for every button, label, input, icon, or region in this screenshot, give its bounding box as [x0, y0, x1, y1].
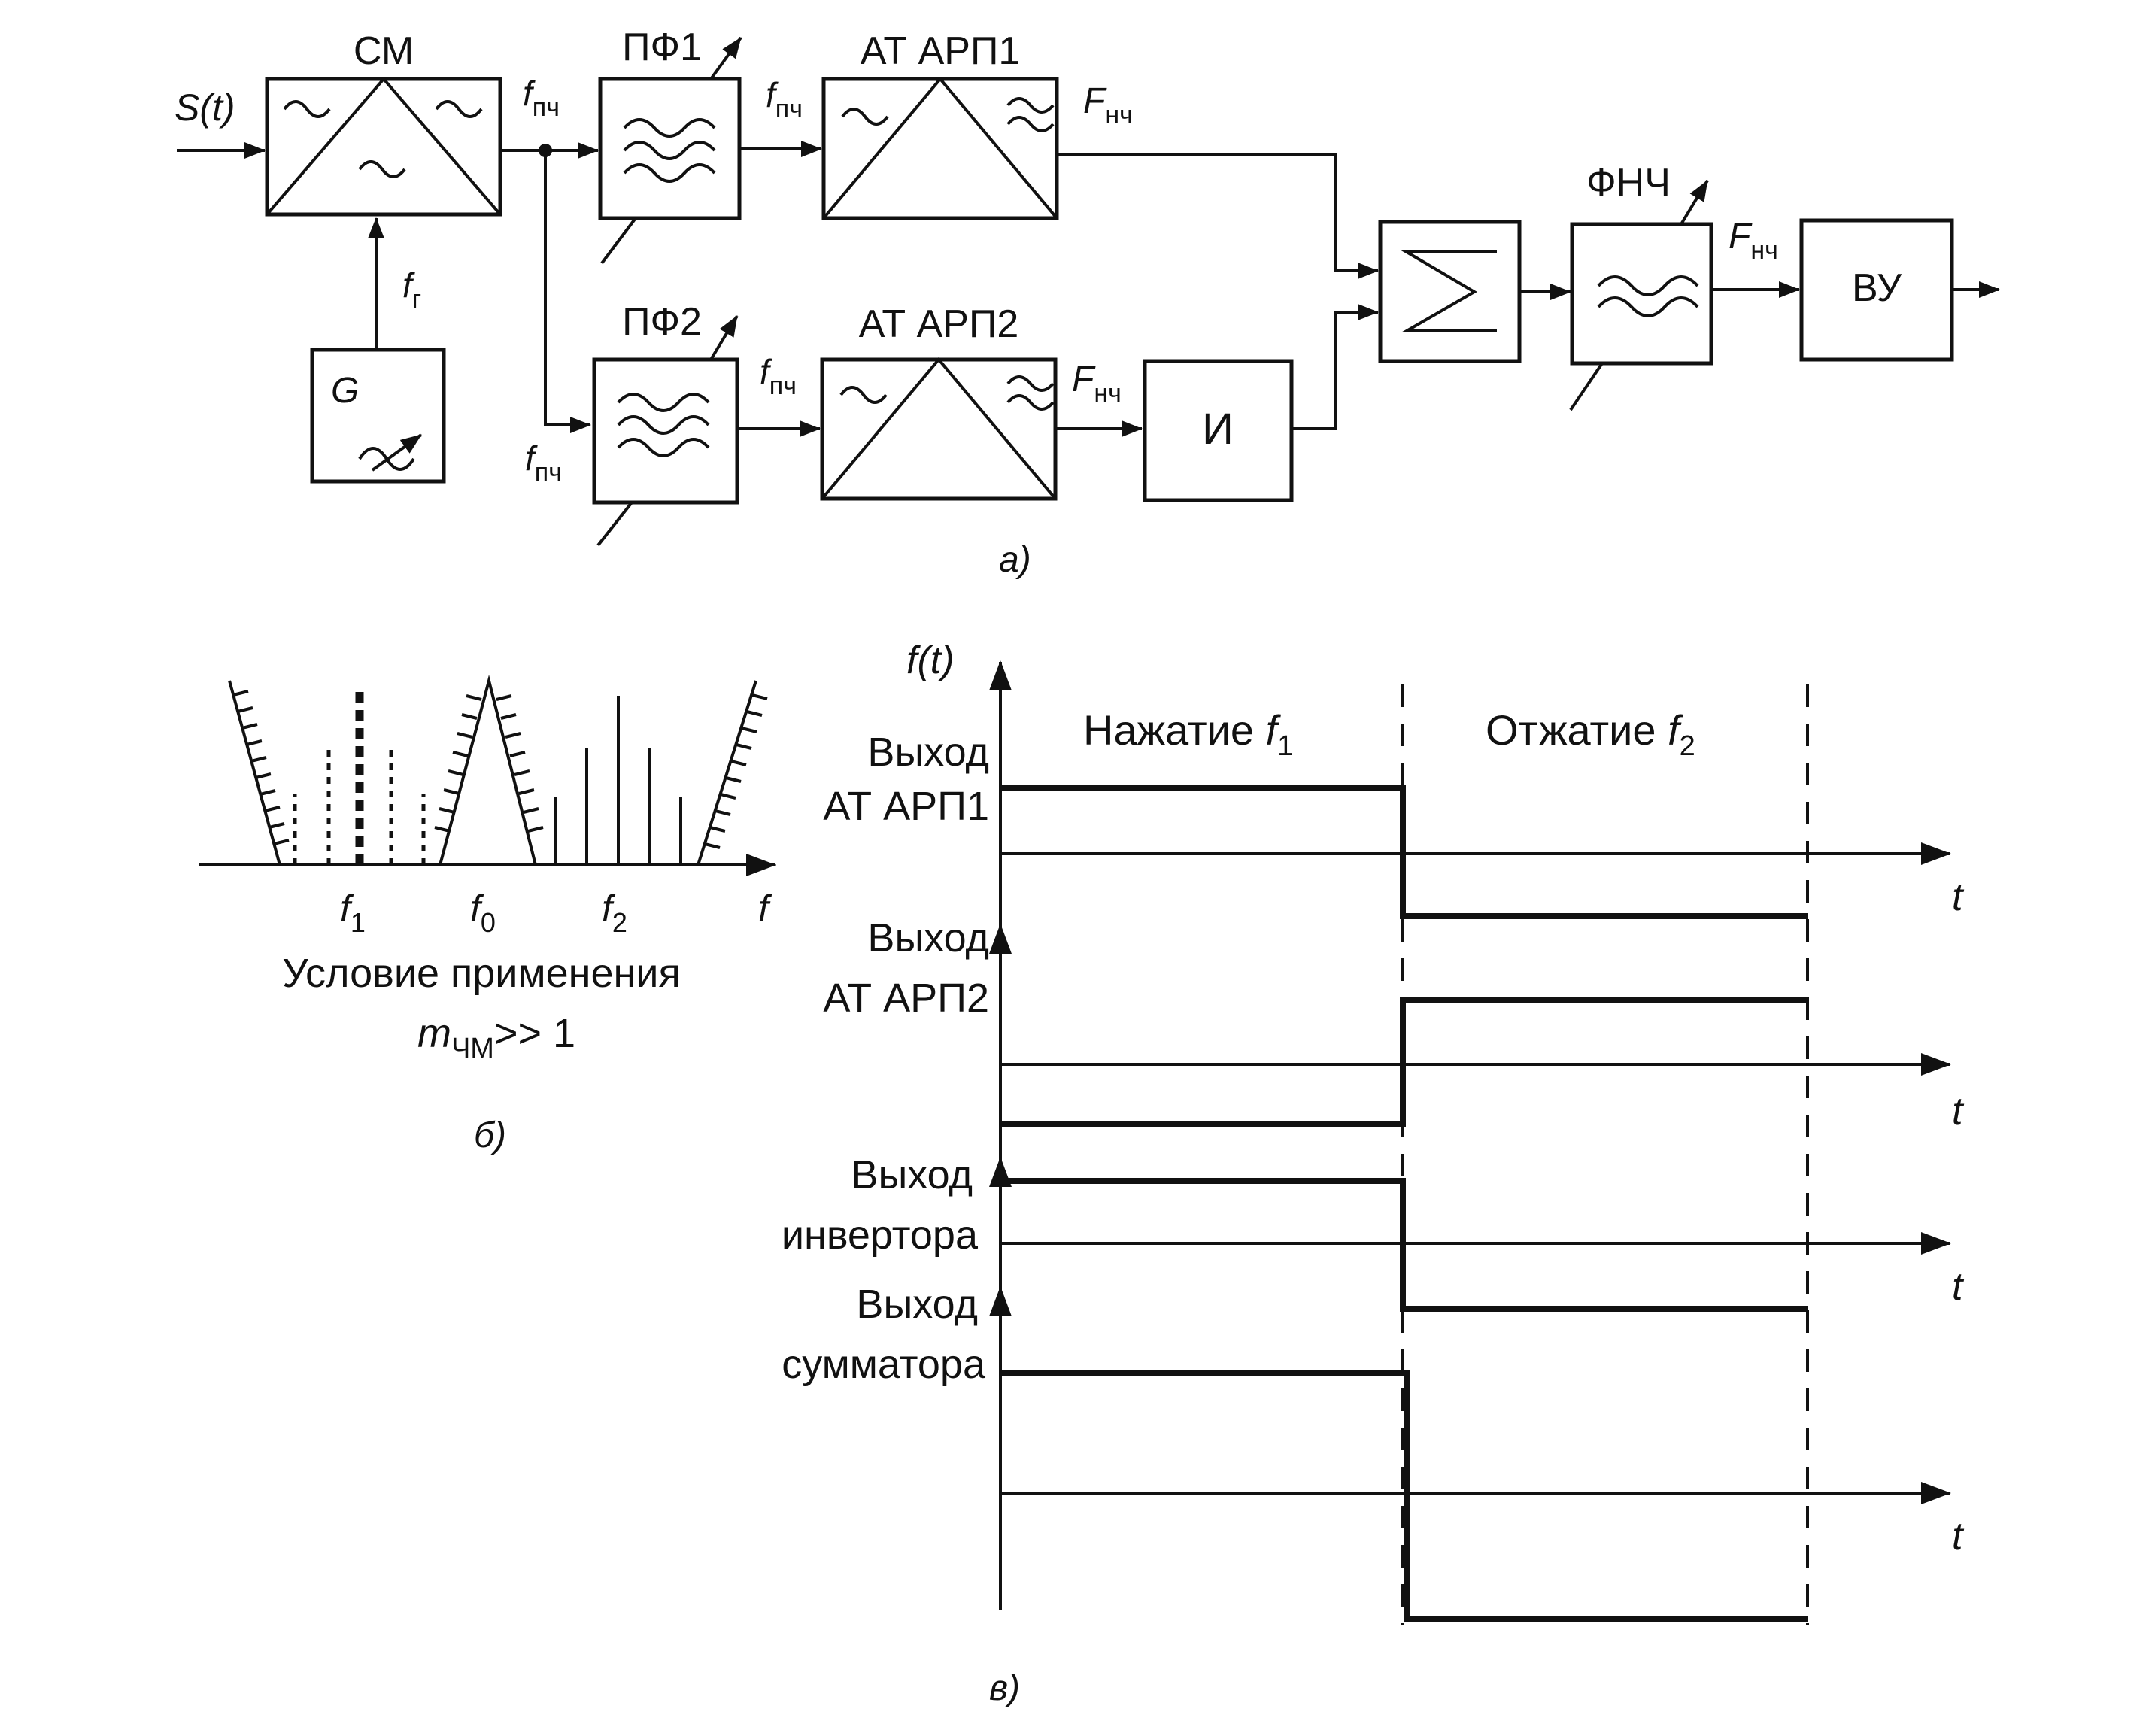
bpf1-label: ПФ1	[622, 26, 702, 69]
channel-det2-signal	[1000, 997, 1808, 1127]
filter-edge-right-hatch	[704, 693, 768, 849]
filter-edge-right	[697, 680, 757, 866]
det1-out-wire	[1057, 153, 1379, 279]
channel-det1-signal	[1000, 785, 1808, 919]
if-wire-2	[544, 150, 591, 433]
filter-center-triangle	[439, 675, 537, 866]
output-device-block: ВУ	[1799, 218, 1954, 362]
sigma-symbol-icon	[1401, 250, 1497, 332]
filter-edge-left	[228, 680, 281, 866]
bpf2-block: ПФ2	[592, 300, 739, 547]
channel-det2: Выход АТ АРП2 t	[823, 915, 1965, 1134]
generator-label: G	[331, 371, 359, 411]
f1-label: f1	[340, 888, 366, 938]
channel-summer-label-2: сумматора	[782, 1342, 986, 1387]
f0-label: f0	[470, 888, 496, 938]
channel-summer-signal	[1000, 1370, 1808, 1622]
channel-det2-label-2: АТ АРП2	[823, 976, 989, 1021]
timing-diagram: f(t) Нажатие f1 Отжатие f2 Выход АТ АРП1…	[782, 639, 1965, 1708]
spectrum-axis-label: f	[758, 888, 772, 930]
phase-release-label: Отжатие f2	[1486, 706, 1695, 762]
inverter-block: И	[1143, 359, 1294, 502]
caption-v: в)	[989, 1668, 1020, 1708]
condition-text: Условие применения	[282, 951, 680, 996]
bpf1-block: ПФ1	[598, 26, 742, 265]
filter-edge-left-hatch	[232, 690, 290, 845]
spectrum-diagram: f1 f0 f2 f Условие применения mЧМ>> 1 б)	[199, 675, 776, 1155]
channel-det1: Выход АТ АРП1 t	[823, 730, 1965, 919]
mixer-label: СМ	[354, 29, 414, 73]
channel-summer-label-1: Выход	[856, 1282, 978, 1327]
input-signal-label: S(t)	[175, 86, 235, 129]
channel-inverter-label-1: Выход	[851, 1152, 973, 1197]
if-freq-label-bottom: fпч	[525, 439, 562, 487]
det2-block: АТ АРП2	[820, 302, 1058, 501]
lpf-label: ФНЧ	[1586, 161, 1671, 205]
channel-inverter: Выход инвертора t	[782, 1152, 1965, 1312]
channel-summer: Выход сумматора t	[782, 1282, 1965, 1622]
block-diagram: S(t) СМ G fг fпч fпч	[175, 26, 2000, 580]
channel-inverter-signal	[1000, 1178, 1808, 1312]
lf-label-2: Fнч	[1072, 360, 1122, 408]
lo-freq-label: fг	[402, 266, 421, 314]
det1-label: АТ АРП1	[861, 29, 1021, 73]
filter-center-hatch	[434, 694, 544, 833]
caption-a: а)	[999, 540, 1031, 580]
generator-block: G	[310, 348, 446, 484]
time-y-axis-label: f(t)	[906, 639, 955, 682]
channel-det1-label-2: АТ АРП1	[823, 784, 989, 829]
if-freq-label-top: fпч	[523, 74, 560, 122]
if-freq-label-bpf1: fпч	[766, 75, 803, 123]
summer-block	[1378, 220, 1522, 363]
phase-press-label: Нажатие f1	[1083, 706, 1293, 762]
channel-det2-t-label: t	[1952, 1090, 1965, 1134]
channel-inverter-t-label: t	[1952, 1265, 1965, 1309]
channel-det1-t-label: t	[1952, 876, 1965, 919]
if-freq-label-bpf2: fпч	[760, 352, 797, 400]
caption-b: б)	[474, 1115, 506, 1155]
lf-label-3: Fнч	[1729, 217, 1778, 265]
channel-det2-label-1: Выход	[867, 915, 989, 961]
channel-det1-label-1: Выход	[867, 730, 989, 775]
channel-inverter-label-2: инвертора	[782, 1212, 979, 1258]
det2-label: АТ АРП2	[859, 302, 1019, 346]
f2-label: f2	[602, 888, 627, 938]
channel-summer-t-label: t	[1952, 1515, 1965, 1558]
mixer-block: СМ	[265, 29, 502, 217]
lf-label-1: Fнч	[1083, 81, 1133, 129]
lpf-block: ФНЧ	[1569, 161, 1713, 411]
det1-block: АТ АРП1	[821, 29, 1059, 220]
inverter-out-wire	[1292, 304, 1379, 430]
output-device-label: ВУ	[1852, 266, 1902, 310]
inverter-label: И	[1202, 405, 1234, 454]
condition-formula: mЧМ>> 1	[417, 1011, 575, 1064]
bpf2-label: ПФ2	[622, 300, 702, 344]
